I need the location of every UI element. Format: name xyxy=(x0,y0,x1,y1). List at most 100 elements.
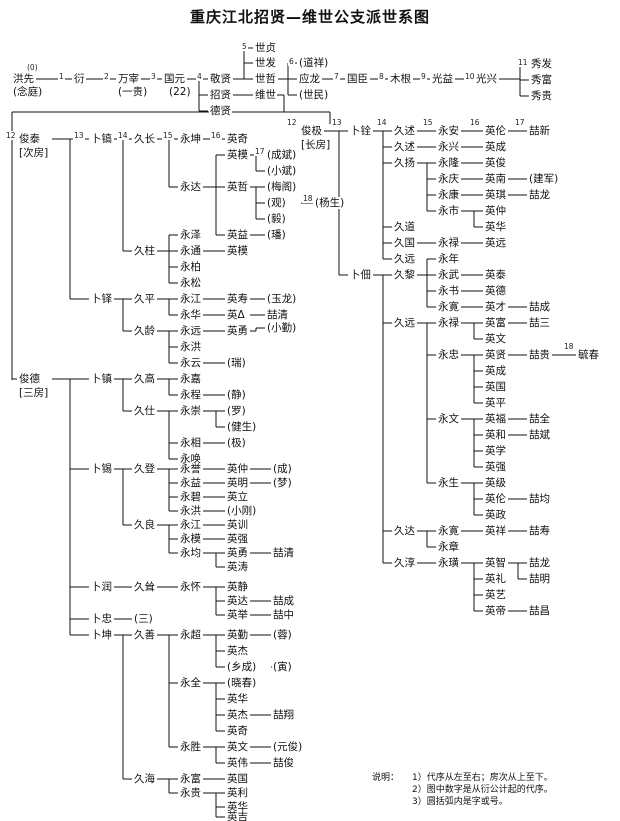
tree-node-m14b: 久仕 xyxy=(133,405,156,417)
tree-node-r16e: 英琪 xyxy=(484,189,507,201)
tree-node-r17d: 喆成 xyxy=(528,301,551,313)
tree-node-r15q: 永章 xyxy=(437,541,460,553)
tree-node-m16n: 英达 xyxy=(226,595,249,607)
tree-node-r16o: 英成 xyxy=(484,365,507,377)
gen-number-gr15: 15 xyxy=(422,118,434,127)
tree-node-m15n: 永超 xyxy=(179,629,202,641)
gen-number-gr17: 17 xyxy=(514,118,526,127)
legend-item-2: 2）图中数字是从衍公计起的代序。 xyxy=(412,785,553,795)
tree-node-r16j: 英德 xyxy=(484,285,507,297)
tree-node-r14e: 久国 xyxy=(393,237,416,249)
tree-node-m15f: 永誉 xyxy=(179,463,202,475)
tree-node-l16f: 英寿 xyxy=(226,293,249,305)
tree-node-r18a: 毓春 xyxy=(577,349,600,361)
tree-node-l13a: 卜镐 xyxy=(90,133,113,145)
tree-node-m16g: 英立 xyxy=(226,491,249,503)
legend-item-1: 1）代序从左至右；房次从上至下。 xyxy=(412,773,553,783)
tree-node-r16z: 英智 xyxy=(484,557,507,569)
tree-node-m15e: 永唤 xyxy=(179,453,202,465)
tree-node-r16k: 英才 xyxy=(484,301,507,313)
tree-node-l15e: 永柏 xyxy=(179,261,202,273)
gen-number-g10: 10 xyxy=(464,72,476,81)
legend-title: 说明： xyxy=(372,773,400,783)
tree-node-m15d: 永相 xyxy=(179,437,202,449)
gen-number-gl14: 14 xyxy=(117,131,129,140)
tree-node-r15p: 永寛 xyxy=(437,525,460,537)
tree-node-r16s: 英和 xyxy=(484,429,507,441)
tree-node-l16b: 英模 xyxy=(226,149,249,161)
tree-node-l16a: 英奇 xyxy=(226,133,249,145)
tree-node-r13b: 卜佃 xyxy=(349,269,372,281)
tree-node-l17i: (小勤) xyxy=(266,322,298,334)
tree-node-m17c: 喆清 xyxy=(272,547,295,559)
tree-node-r16i: 英泰 xyxy=(484,269,507,281)
gen-number-gr18: 18 xyxy=(563,342,575,351)
tree-node-r16z3: 英艺 xyxy=(484,589,507,601)
tree-node-l14c: 久平 xyxy=(133,293,156,305)
tree-node-m16b: (罗) xyxy=(226,405,247,417)
tree-node-r17c: 喆龙 xyxy=(528,189,551,201)
gen-number-gl18: 18 xyxy=(302,194,314,203)
tree-node-m15g: 永益 xyxy=(179,477,202,489)
tree-node-n11c: 秀贵 xyxy=(530,90,553,102)
tree-node-r16c: 英俊 xyxy=(484,157,507,169)
tree-node-r12a: [长房] xyxy=(300,139,332,151)
tree-node-r15f: 永市 xyxy=(437,205,460,217)
tree-node-m16y: 英国 xyxy=(226,773,249,785)
legend: 说明： 1）代序从左至右；房次从上至下。 2）图中数字是从衍公计起的代序。 3）… xyxy=(372,772,553,808)
tree-node-m14g: 久善 xyxy=(133,629,156,641)
tree-node-l15d: 永通 xyxy=(179,245,202,257)
tree-node-l17g: (玉龙) xyxy=(266,293,298,305)
tree-node-r14a: 久述 xyxy=(393,125,416,137)
tree-node-n11b: 秀富 xyxy=(530,74,553,86)
tree-node-r16l: 英富 xyxy=(484,317,507,329)
tree-node-r16v: 英级 xyxy=(484,477,507,489)
tree-node-r14f: 久远 xyxy=(393,253,416,265)
tree-node-m15j: 永江 xyxy=(179,519,202,531)
tree-node-r15h: 永年 xyxy=(437,253,460,265)
tree-node-r16z2: 英礼 xyxy=(484,573,507,585)
tree-node-m15c: 永崇 xyxy=(179,405,202,417)
gen-number-g6: 6 xyxy=(288,57,295,66)
tree-node-m15l: 永均 xyxy=(179,547,202,559)
tree-node-l16c: 英哲 xyxy=(226,181,249,193)
tree-node-r15r: 永璜 xyxy=(437,557,460,569)
tree-node-r13a: 卜铨 xyxy=(349,125,372,137)
tree-node-r15m: 永忠 xyxy=(437,349,460,361)
tree-node-l14d: 久龄 xyxy=(133,325,156,337)
gen-number-gl17: 17 xyxy=(254,147,266,156)
tree-node-m16k: 英勇 xyxy=(226,547,249,559)
tree-node-l13b: 卜铎 xyxy=(90,293,113,305)
tree-node-m16z2: 英华 xyxy=(226,801,249,813)
gen-number-g7: 7 xyxy=(333,72,340,81)
tree-node-m16z3: 英吉 xyxy=(226,811,249,821)
tree-node-l15c: 永泽 xyxy=(179,229,202,241)
tree-node-l16h: 英勇 xyxy=(226,325,249,337)
tree-node-m17a: (成) xyxy=(272,463,293,475)
tree-node-r14i: 久达 xyxy=(393,525,416,537)
tree-node-r14b: 久述 xyxy=(393,141,416,153)
legend-item-3: 3）圆括弧内是字或号。 xyxy=(412,797,508,807)
tree-node-n1: 衍 xyxy=(73,73,86,85)
tree-node-r17m: 喆昌 xyxy=(528,605,551,617)
tree-node-l16e: 英模 xyxy=(226,245,249,257)
tree-node-m15r: 永贵 xyxy=(179,787,202,799)
tree-node-n4b: 招贤 xyxy=(209,89,232,101)
tree-node-r15b: 永兴 xyxy=(437,141,460,153)
tree-node-l12: 俊泰 xyxy=(18,133,41,145)
tree-node-l18a: (杨生) xyxy=(314,197,346,209)
tree-node-r15d: 永庆 xyxy=(437,173,460,185)
tree-node-n4c: 德贤 xyxy=(209,105,232,117)
tree-node-r16p: 英国 xyxy=(484,381,507,393)
tree-node-r17j: 喆寿 xyxy=(528,525,551,537)
tree-node-r16t: 英学 xyxy=(484,445,507,457)
gen-number-g4: 4 xyxy=(196,72,203,81)
tree-node-l17e: (毅) xyxy=(266,213,287,225)
tree-node-r14c: 久扬 xyxy=(393,157,416,169)
tree-node-m14h: 久海 xyxy=(133,773,156,785)
tree-node-r16m: 英文 xyxy=(484,333,507,345)
tree-node-m16r: (乡成) xyxy=(226,661,258,673)
gen-number-g9: 9 xyxy=(420,72,427,81)
gen-number-g8: 8 xyxy=(378,72,385,81)
tree-node-m16q: 英杰 xyxy=(226,645,249,657)
